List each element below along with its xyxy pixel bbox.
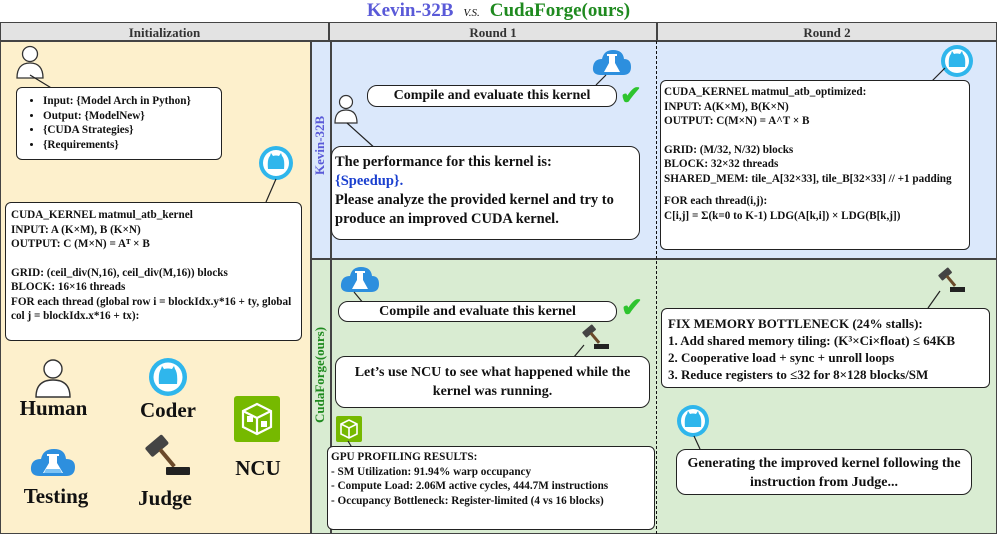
- coder-icon: [677, 405, 709, 437]
- code-line: SHARED_MEM: tile_A[32×33], tile_B[32×33]…: [664, 172, 952, 185]
- legend-judge-label: Judge: [138, 486, 192, 510]
- profiling-line: - Compute Load: 2.06M active cycles, 444…: [331, 480, 609, 492]
- code-line: [664, 129, 966, 143]
- code-line: [11, 252, 296, 266]
- legend-ncu-label: NCU: [235, 456, 281, 480]
- check-icon: ✔: [620, 81, 642, 110]
- code-line: INPUT: A (K×M), B (K×N): [11, 223, 141, 236]
- code-line: OUTPUT: C(M×N) = A^T × B: [664, 115, 810, 127]
- legend-coder-icon: [149, 358, 187, 396]
- cuda-compile-bubble: Compile and evaluate this kernel: [338, 301, 617, 322]
- header-round2: Round 2: [657, 22, 997, 41]
- title-vs: V.S.: [463, 7, 480, 19]
- coder-generating-bubble: Generating the improved kernel following…: [676, 449, 972, 495]
- fix-line: 2. Cooperative load + sync + unroll loop…: [668, 350, 895, 365]
- init-input-box: Input: {Model Arch in Python} Output: {M…: [16, 87, 222, 160]
- legend-ncu-icon: [234, 396, 280, 442]
- feedback-line: Please analyze the provided kernel and t…: [335, 192, 614, 227]
- kevin-feedback-bubble: The performance for this kernel is: {Spe…: [331, 146, 640, 240]
- init-input-item: Input: {Model Arch in Python}: [43, 94, 217, 109]
- code-line: OUTPUT: C (M×N) = Aᵀ × B: [11, 238, 150, 250]
- coder-bubble-tail: [693, 435, 701, 450]
- testing-icon: [592, 50, 631, 75]
- human-icon: [16, 45, 44, 79]
- human-bubble-tail: [346, 122, 378, 151]
- legend-human-label: Human: [19, 396, 88, 420]
- legend-testing-label: Testing: [23, 484, 89, 508]
- ncu-icon: [336, 416, 362, 442]
- code-line: BLOCK: 16×16 threads: [11, 281, 126, 293]
- fix-memory-box: FIX MEMORY BOTTLENECK (24% stalls): 1. A…: [661, 308, 990, 388]
- code-line: INPUT: A(K×M), B(K×N): [664, 100, 789, 113]
- testing-icon: [340, 267, 379, 292]
- title-kevin: Kevin-32B: [366, 0, 454, 21]
- header-round1: Round 1: [329, 22, 657, 41]
- profiling-results-box: GPU PROFILING RESULTS: - SM Utilization:…: [327, 446, 655, 530]
- row-label-cudaforge: CudaForge(ours): [312, 326, 327, 424]
- fix-line: 1. Add shared memory tiling: (K³×Ci×floa…: [668, 333, 956, 348]
- coder-icon: [941, 45, 973, 77]
- init-input-item: {CUDA Strategies}: [43, 123, 217, 138]
- legend-testing-icon: [30, 449, 75, 476]
- judge-ncu-bubble: Let’s use NCU to see what happened while…: [335, 356, 650, 408]
- kevin-r2-kernel-box: CUDA_KERNEL matmul_atb_optimized: INPUT:…: [660, 80, 970, 250]
- legend-coder-label: Coder: [140, 398, 196, 422]
- kevin-label-strip: [311, 41, 331, 259]
- coder-bubble-tail: [265, 178, 277, 203]
- fix-line: 3. Reduce registers to ≤32 for 8×128 blo…: [668, 367, 929, 382]
- code-line: CUDA_KERNEL matmul_atb_kernel: [11, 209, 193, 221]
- code-line: GRID: (M/32, N/32) blocks: [664, 143, 794, 156]
- profiling-line: - SM Utilization: 91.94% warp occupancy: [331, 465, 532, 478]
- speedup-placeholder: {Speedup}.: [335, 173, 404, 189]
- round-divider: [656, 41, 657, 534]
- human-icon: [334, 94, 358, 124]
- diagram-title: Kevin-32B V.S. CudaForge(ours): [0, 0, 997, 22]
- profiling-line: GPU PROFILING RESULTS:: [331, 451, 478, 463]
- feedback-line: The performance for this kernel is:: [335, 154, 552, 170]
- init-input-item: Output: {ModelNew}: [43, 109, 217, 124]
- human-bubble-tail: [29, 74, 54, 90]
- code-line: FOR each thread(i,j):: [664, 195, 768, 207]
- init-kernel-box: CUDA_KERNEL matmul_atb_kernel INPUT: A (…: [5, 202, 302, 341]
- code-line: [664, 186, 966, 194]
- init-input-item: {Requirements}: [43, 138, 217, 153]
- judge-icon: [582, 324, 609, 349]
- coder-icon: [259, 146, 293, 180]
- code-line: CUDA_KERNEL matmul_atb_optimized:: [664, 86, 867, 98]
- code-line: BLOCK: 32×32 threads: [664, 158, 779, 170]
- judge-bubble-tail: [927, 290, 941, 309]
- legend-human-icon: [35, 359, 71, 398]
- code-line: C[i,j] = Σ(k=0 to K-1) LDG(A[k,i]) × LDG…: [664, 209, 901, 222]
- row-label-kevin: Kevin-32B: [312, 115, 327, 175]
- testing-bubble-tail: [595, 74, 607, 86]
- title-cudaforge: CudaForge(ours): [489, 0, 631, 21]
- legend-judge-icon: [145, 434, 190, 475]
- judge-icon: [938, 267, 965, 292]
- code-line: GRID: (ceil_div(N,16), ceil_div(M,16)) b…: [11, 266, 228, 279]
- profiling-line: - Occupancy Bottleneck: Register-limited…: [331, 494, 604, 507]
- header-initialization: Initialization: [0, 22, 329, 41]
- check-icon: ✔: [621, 293, 643, 322]
- judge-bubble-tail: [573, 344, 585, 358]
- kevin-compile-bubble: Compile and evaluate this kernel: [367, 85, 617, 107]
- code-line: FOR each thread (global row i = blockIdx…: [11, 295, 292, 323]
- fix-line: FIX MEMORY BOTTLENECK (24% stalls):: [668, 316, 923, 331]
